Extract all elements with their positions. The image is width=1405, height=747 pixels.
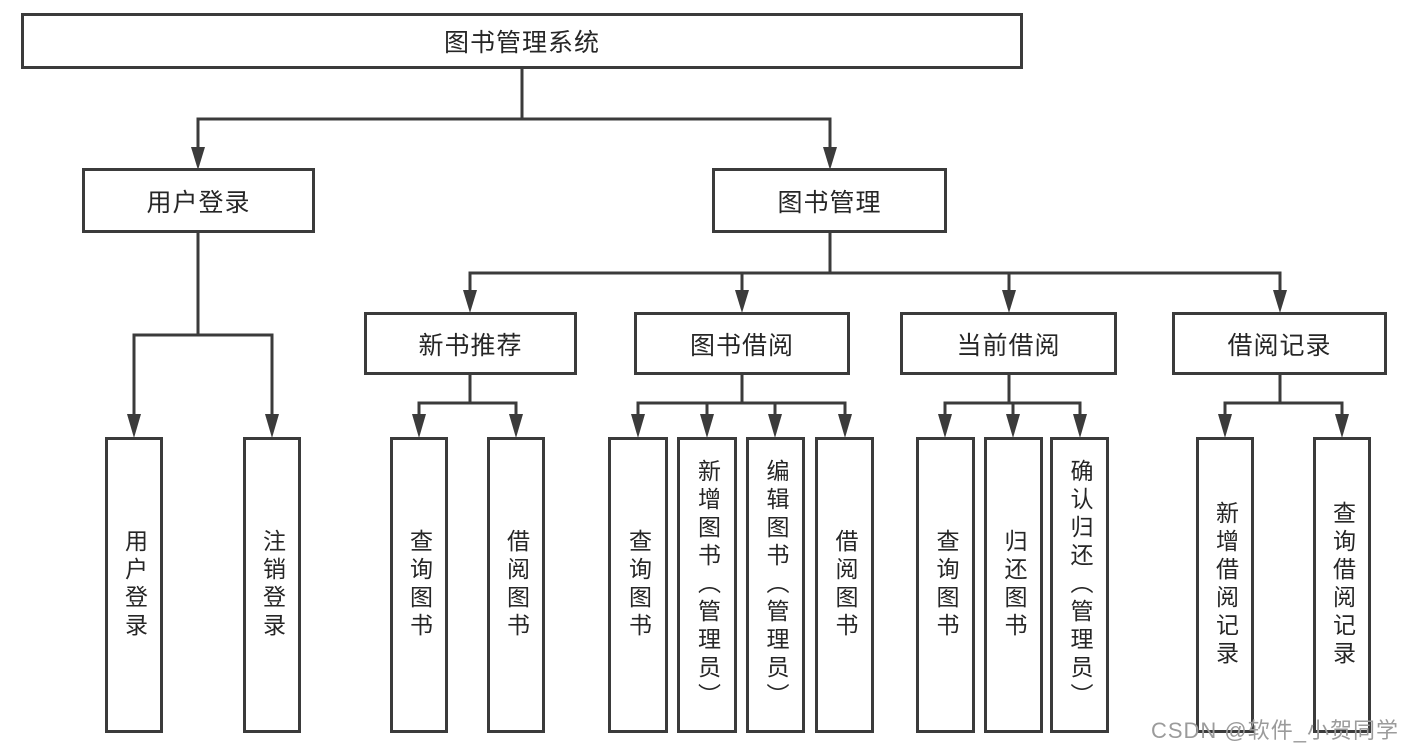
node-label: 当前借阅 xyxy=(956,331,1061,360)
node-book-management: 图书管理 xyxy=(712,168,947,233)
node-leaf-edit-books-admin: 编辑图书（管理员） xyxy=(746,437,805,733)
node-leaf-borrow-books-2: 借阅图书 xyxy=(815,437,874,733)
node-label: 新增图书（管理员） xyxy=(694,459,721,711)
node-borrowing-records: 借阅记录 xyxy=(1172,312,1387,375)
node-label: 图书管理系统 xyxy=(443,29,600,57)
node-label: 注销登录 xyxy=(259,529,286,641)
node-label: 借阅图书 xyxy=(503,529,530,641)
node-leaf-logout: 注销登录 xyxy=(243,437,301,733)
node-label: 查询图书 xyxy=(625,529,652,641)
node-leaf-query-books-2: 查询图书 xyxy=(608,437,668,733)
arrowheads xyxy=(127,147,1349,438)
node-user-login: 用户登录 xyxy=(82,168,315,233)
node-current-borrowing: 当前借阅 xyxy=(900,312,1117,375)
node-label: 编辑图书（管理员） xyxy=(763,459,789,711)
node-label: 查询图书 xyxy=(406,529,433,641)
node-label: 新增借阅记录 xyxy=(1212,501,1239,669)
node-label: 查询借阅记录 xyxy=(1329,501,1356,669)
node-new-book-recommend: 新书推荐 xyxy=(364,312,577,375)
node-library-management-system: 图书管理系统 xyxy=(21,13,1023,69)
node-label: 确认归还（管理员） xyxy=(1067,459,1093,711)
node-label: 借阅图书 xyxy=(832,529,858,641)
node-leaf-return-books: 归还图书 xyxy=(984,437,1043,733)
node-label: 图书管理 xyxy=(777,188,882,217)
node-leaf-add-borrow-record: 新增借阅记录 xyxy=(1196,437,1254,733)
node-label: 新书推荐 xyxy=(418,331,523,360)
node-label: 图书借阅 xyxy=(689,331,794,360)
node-leaf-confirm-return-admin: 确认归还（管理员） xyxy=(1050,437,1109,733)
node-leaf-user-login: 用户登录 xyxy=(105,437,163,733)
node-label: 用户登录 xyxy=(146,188,251,217)
node-label: 用户登录 xyxy=(121,529,148,641)
node-leaf-add-books-admin: 新增图书（管理员） xyxy=(677,437,737,733)
node-leaf-query-books-3: 查询图书 xyxy=(916,437,975,733)
node-leaf-borrow-books-1: 借阅图书 xyxy=(487,437,545,733)
node-label: 借阅记录 xyxy=(1227,331,1332,360)
node-book-borrowing: 图书借阅 xyxy=(634,312,850,375)
csdn-watermark: CSDN @软件_小贺同学 xyxy=(1150,718,1399,743)
node-leaf-query-books-1: 查询图书 xyxy=(390,437,448,733)
node-label: 查询图书 xyxy=(933,529,959,641)
node-leaf-query-borrow-record: 查询借阅记录 xyxy=(1313,437,1371,733)
node-label: 归还图书 xyxy=(1001,529,1027,641)
